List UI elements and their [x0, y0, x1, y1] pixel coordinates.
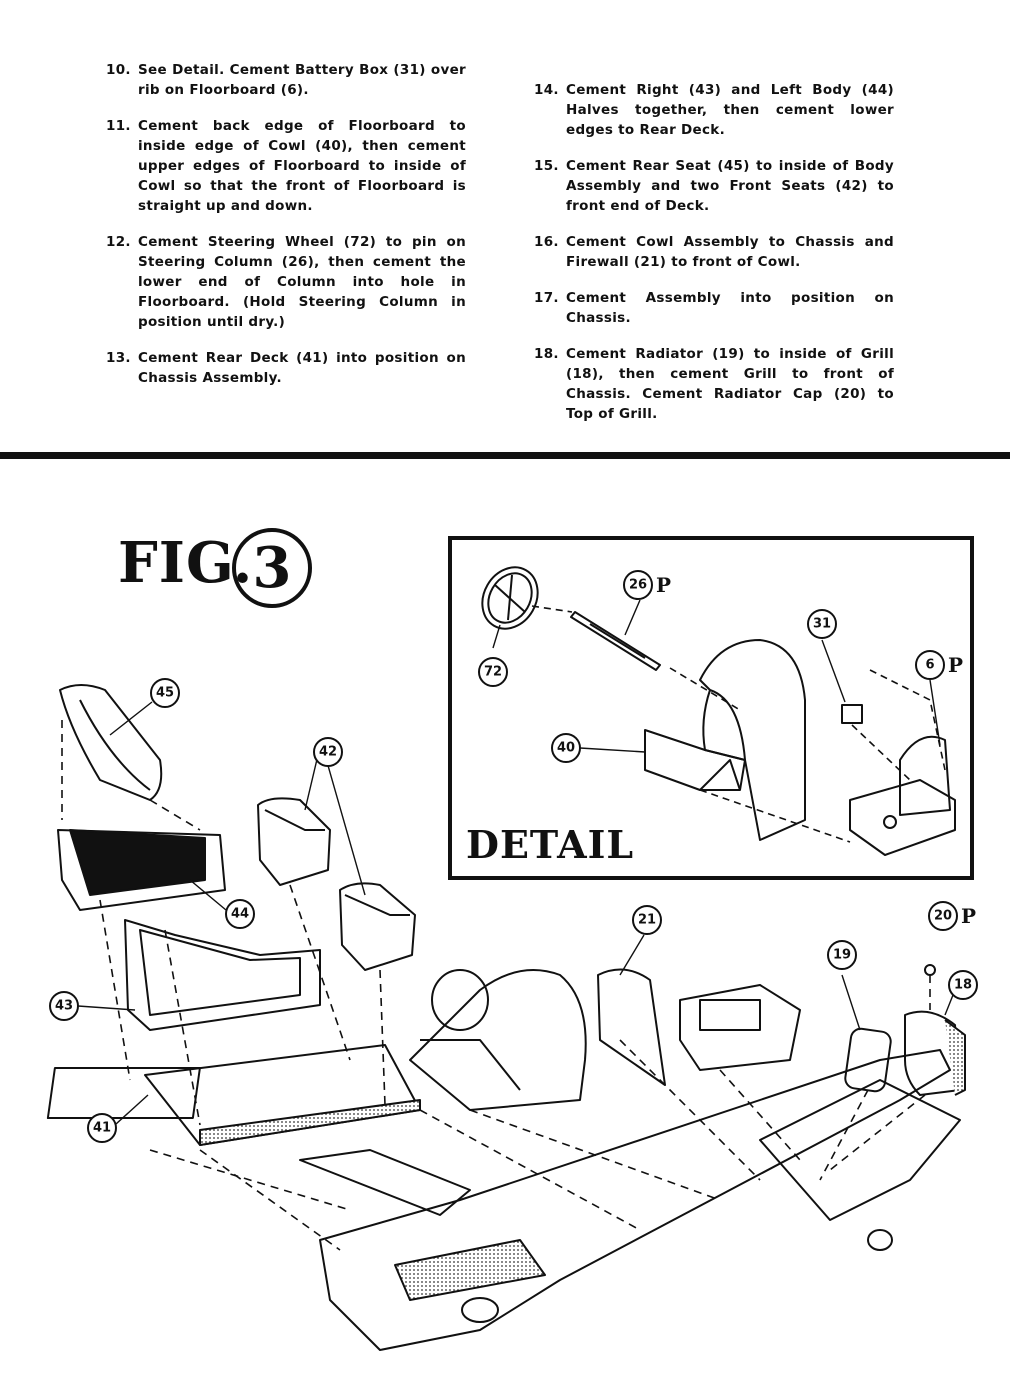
step-text: Cement Rear Deck (41) into position on C… [138, 350, 466, 386]
figure-number-badge: 3 [232, 528, 312, 608]
step-text: Cement Right (43) and Left Body (44) Hal… [566, 82, 894, 138]
instructions-left-column: 10. See Detail. Cement Battery Box (31) … [106, 60, 466, 404]
callout-45-circle [150, 678, 180, 708]
callout-42-label: 42 [319, 745, 337, 760]
step-text: Cement back edge of Floorboard to inside… [138, 118, 466, 214]
callout-26-circle [623, 570, 653, 600]
step-number: 18. [534, 346, 559, 362]
callout-20-label: 20 [934, 909, 952, 924]
engine-part [679, 984, 801, 1071]
step-number: 11. [106, 118, 131, 134]
step-13: 13. Cement Rear Deck (41) into position … [106, 348, 466, 388]
callout-41-circle [87, 1113, 117, 1143]
callout-20-circle [928, 901, 958, 931]
callout-6-label: 6 [925, 658, 934, 673]
p-mark-26: P [656, 573, 671, 597]
left-body-part [57, 829, 226, 911]
callout-18-circle [948, 970, 978, 1000]
section-divider-rule [0, 452, 1010, 459]
callout-41-label: 41 [93, 1121, 111, 1136]
callout-18-label: 18 [954, 978, 972, 993]
step-11: 11. Cement back edge of Floorboard to in… [106, 116, 466, 216]
step-number: 15. [534, 158, 559, 174]
radiator-cap-part [924, 964, 936, 976]
step-number: 14. [534, 82, 559, 98]
battery-box-part [841, 704, 863, 724]
chassis-part [299, 1049, 961, 1351]
right-body-part [124, 919, 321, 1031]
step-text: Cement Cowl Assembly to Chassis and Fire… [566, 234, 894, 270]
callout-21-label: 21 [638, 913, 656, 928]
callout-26-label: 26 [629, 578, 647, 593]
callout-43-circle [49, 991, 79, 1021]
callout-45-label: 45 [156, 686, 174, 701]
step-number: 16. [534, 234, 559, 250]
step-number: 10. [106, 62, 131, 78]
callout-40-circle [551, 733, 581, 763]
cowl-part [644, 639, 806, 841]
steering-wheel-part [481, 566, 539, 630]
step-18: 18. Cement Radiator (19) to inside of Gr… [534, 344, 894, 424]
callout-42-circle [313, 737, 343, 767]
callout-72-label: 72 [484, 665, 502, 680]
step-number: 17. [534, 290, 559, 306]
detail-label: DETAIL [466, 822, 635, 867]
callout-72-circle [478, 657, 508, 687]
step-text: Cement Steering Wheel (72) to pin on Ste… [138, 234, 466, 330]
step-text: Cement Radiator (19) to inside of Grill … [566, 346, 894, 422]
firewall-part [597, 968, 666, 1086]
step-number: 12. [106, 234, 131, 250]
front-seat-left-part [257, 797, 331, 886]
callout-44-label: 44 [231, 907, 249, 922]
step-16: 16. Cement Cowl Assembly to Chassis and … [534, 232, 894, 272]
callout-40-label: 40 [557, 741, 575, 756]
step-text: See Detail. Cement Battery Box (31) over… [138, 62, 466, 98]
grill-part [904, 1010, 966, 1096]
cowl-assembly-part [409, 969, 587, 1111]
step-17: 17. Cement Assembly into position on Cha… [534, 288, 894, 328]
floorboard-part [849, 735, 956, 856]
p-mark-6: P [948, 653, 963, 677]
callout-43-label: 43 [55, 999, 73, 1014]
step-15: 15. Cement Rear Seat (45) to inside of B… [534, 156, 894, 216]
step-14: 14. Cement Right (43) and Left Body (44)… [534, 80, 894, 140]
steering-column-part [570, 611, 661, 671]
step-text: Cement Assembly into position on Chassis… [566, 290, 894, 326]
instructions-right-column: 14. Cement Right (43) and Left Body (44)… [534, 80, 894, 440]
step-number: 13. [106, 350, 131, 366]
step-10: 10. See Detail. Cement Battery Box (31) … [106, 60, 466, 100]
callout-31-label: 31 [813, 617, 831, 632]
callout-19-circle [827, 940, 857, 970]
step-text: Cement Rear Seat (45) to inside of Body … [566, 158, 894, 214]
callout-19-label: 19 [833, 948, 851, 963]
radiator-part [844, 1027, 892, 1093]
p-mark-20: P [961, 904, 976, 928]
rear-seat-part [59, 684, 163, 801]
front-seat-right-part [339, 882, 416, 971]
callout-21-circle [632, 905, 662, 935]
callout-6-circle [915, 650, 945, 680]
callout-31-circle [807, 609, 837, 639]
step-12: 12. Cement Steering Wheel (72) to pin on… [106, 232, 466, 332]
figure-title: FIG. [118, 530, 254, 596]
detail-box [448, 536, 974, 880]
callout-44-circle [225, 899, 255, 929]
